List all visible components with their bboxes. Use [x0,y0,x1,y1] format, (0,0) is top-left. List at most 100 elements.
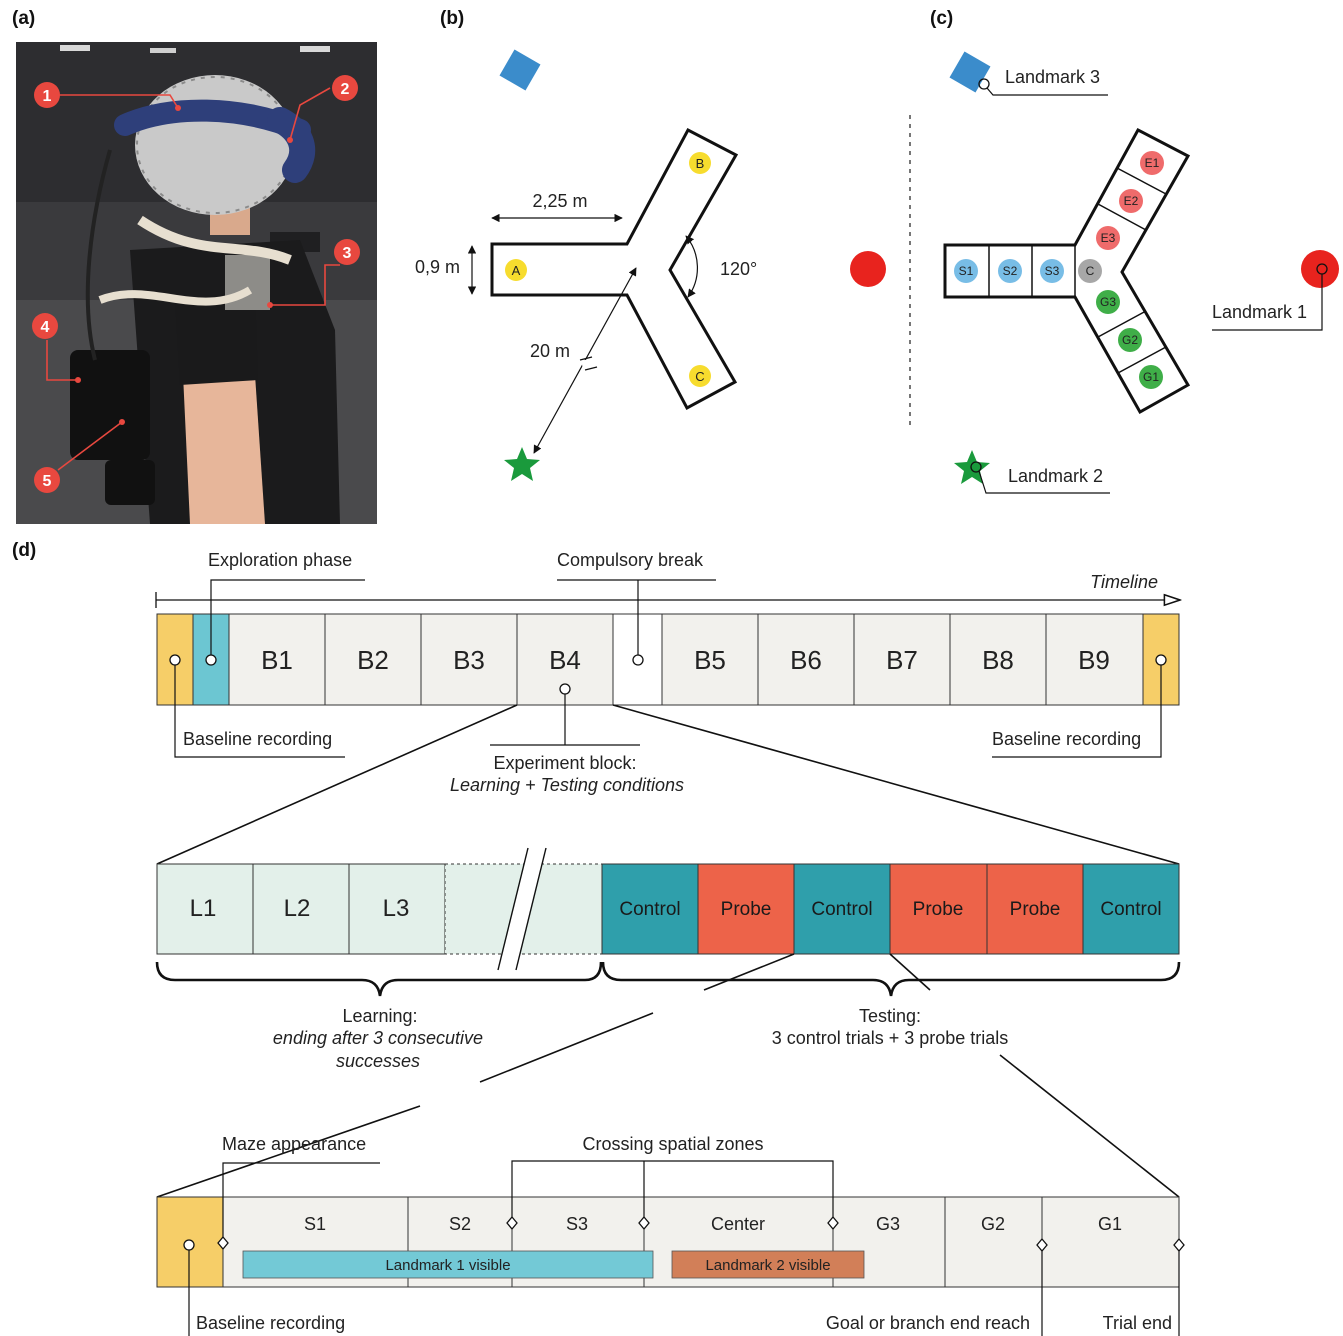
arm-label-b-text: B [696,156,705,171]
axis-break-slash-1 [497,847,529,971]
trial-zone-s1-label: S1 [304,1214,326,1234]
testing-label-4: Probe [913,899,964,920]
testing-label-6: Control [1100,899,1161,920]
axis-break-mark [579,356,593,361]
zone-g2: G2 [1118,328,1142,352]
zone-e1-text: E1 [1145,156,1160,170]
learning-brace [155,961,603,997]
dim-distance-text: 20 m [530,341,570,361]
block-desc-line1: Experiment block: [493,753,636,773]
compulsory-break-label: Compulsory break [557,550,704,570]
zone-s3: S3 [1040,259,1064,283]
landmark-1-label: Landmark 1 [1212,302,1307,322]
panel-label-c: (c) [930,8,953,29]
testing-label-1: Control [619,899,680,920]
zone-dividers [988,167,1167,374]
trial-leaders [188,1160,1180,1336]
block-b7-label: B7 [886,645,918,675]
zone-e2: E2 [1119,189,1143,213]
trial-zone-g3-label: G3 [876,1214,900,1234]
photo-marker-3: 3 [334,239,360,265]
landmark2-visible-bar [671,1250,865,1279]
crossing-zones-label: Crossing spatial zones [582,1134,763,1154]
landmark-2-anchor [970,461,982,473]
trial-end-label: Trial end [1103,1313,1172,1333]
participant-photo [16,42,377,524]
trial-zone-s2-label: S2 [449,1214,471,1234]
testing-label-3: Control [811,899,872,920]
zone-g1-text: G1 [1143,370,1159,384]
testing-cell-4 [889,863,988,955]
landmark-2-leader [978,470,1110,494]
photo-marker-4: 4 [32,313,58,339]
testing-brace [601,961,1181,997]
trial-zone-g2 [944,1196,1043,1288]
baseline-left-label: Baseline recording [183,729,332,749]
arm-label-a-text: A [512,263,521,278]
dim-length-text: 2,25 m [532,191,587,211]
dim-angle-text: 120° [720,259,757,279]
dim-width-text: 0,9 m [415,257,460,277]
dim-angle-arrow [685,235,698,298]
axis-break-mark-2 [584,366,598,371]
zone-s1: S1 [954,259,978,283]
photo-marker-2: 2 [332,75,358,101]
landmark-2-label: Landmark 2 [1008,466,1103,486]
arm-label-a: A [505,259,527,281]
learning-desc-line1: ending after 3 consecutive [273,1028,483,1048]
zoom-lines-trial [156,953,1180,1198]
testing-cell-6 [1082,863,1180,955]
zone-s3-text: S3 [1045,264,1060,278]
zone-center-text: C [1086,264,1095,278]
block-b3 [420,613,518,706]
block-b5 [661,613,759,706]
photo-marker-3-text: 3 [343,245,352,262]
block-b2-label: B2 [357,645,389,675]
photo-marker-1: 1 [34,82,60,108]
zone-center: C [1078,259,1102,283]
arm-label-b: B [689,152,711,174]
block-b8-label: B8 [982,645,1014,675]
photo-callouts [46,87,340,471]
y-maze-outline-c [943,127,1191,415]
photo-marker-5-text: 5 [43,473,52,490]
timeline-leaders [174,579,1162,758]
panel-label-b: (b) [440,8,464,29]
block-b6-label: B6 [790,645,822,675]
trial-zone-g2-label: G2 [981,1214,1005,1234]
photo-marker-5: 5 [34,467,60,493]
block-b2 [324,613,422,706]
exploration-phase-label: Exploration phase [208,550,352,570]
panel-label-d: (d) [12,540,36,561]
learning-desc-line2: successes [336,1051,420,1071]
landmark-square-b [499,49,541,91]
learning-cell-l3 [348,863,446,955]
zone-e3: E3 [1096,226,1120,250]
landmark2-visible-label: Landmark 2 visible [705,1257,830,1274]
zone-g3-text: G3 [1100,295,1116,309]
maze-appearance-label: Maze appearance [222,1134,366,1154]
baseline-right-label: Baseline recording [992,729,1141,749]
panel-label-a: (a) [12,8,35,29]
testing-label-2: Probe [721,899,772,920]
testing-desc: 3 control trials + 3 probe trials [772,1028,1009,1048]
block-b1 [228,613,326,706]
arm-label-c: C [689,365,711,387]
trial-diamonds [183,1215,1185,1253]
axis-break-band [498,848,546,970]
timeline-title: Timeline [1090,572,1158,592]
block-b3-label: B3 [453,645,485,675]
learning-l2-label: L2 [284,895,311,922]
timeline-anchors [169,654,1167,695]
photo-marker-2-text: 2 [341,81,350,98]
block-desc-line2: Learning + Testing conditions [450,775,684,795]
zone-e2-text: E2 [1124,194,1139,208]
zone-g2-text: G2 [1122,333,1138,347]
landmark-3-label: Landmark 3 [1005,67,1100,87]
zone-s2: S2 [998,259,1022,283]
landmark-circle-b [850,251,886,287]
block-b4-label: B4 [549,645,581,675]
block-b1-label: B1 [261,645,293,675]
learning-l3-label: L3 [383,895,410,922]
